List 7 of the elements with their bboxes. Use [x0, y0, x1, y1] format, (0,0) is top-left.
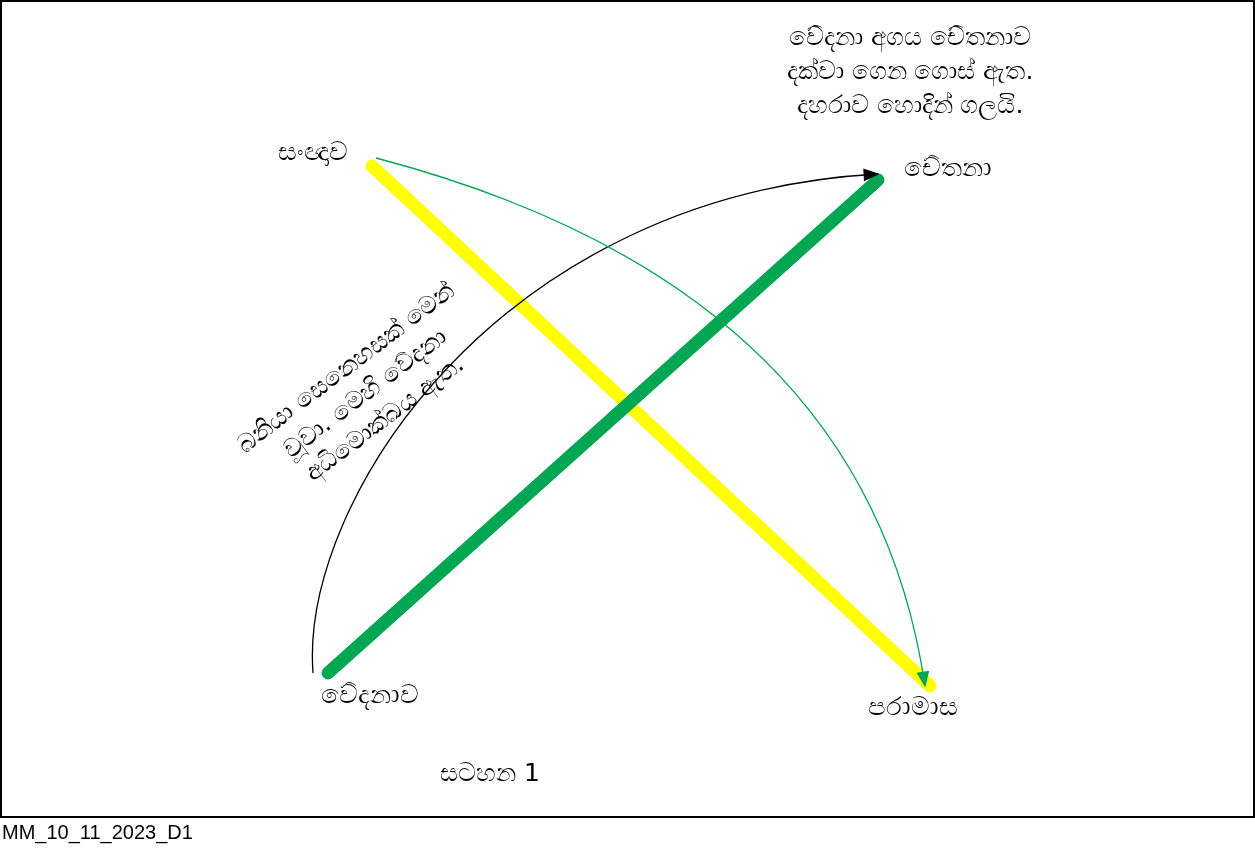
diagram-id-text: MM_10_11_2023_D1 — [2, 820, 193, 846]
node-label: වේදනාව — [292, 673, 448, 715]
node-label: චේතනා — [878, 148, 1018, 186]
figure-caption: සටහන 1 — [440, 758, 540, 788]
note-text: වේදනා අගය චේතනාව දක්වා ගෙන ගොස් ඇත. දහරාව හොදින් ගලයි. — [785, 21, 1035, 122]
node-label: සංඥාව — [250, 132, 376, 170]
node-label: පරාමාස — [835, 686, 990, 726]
